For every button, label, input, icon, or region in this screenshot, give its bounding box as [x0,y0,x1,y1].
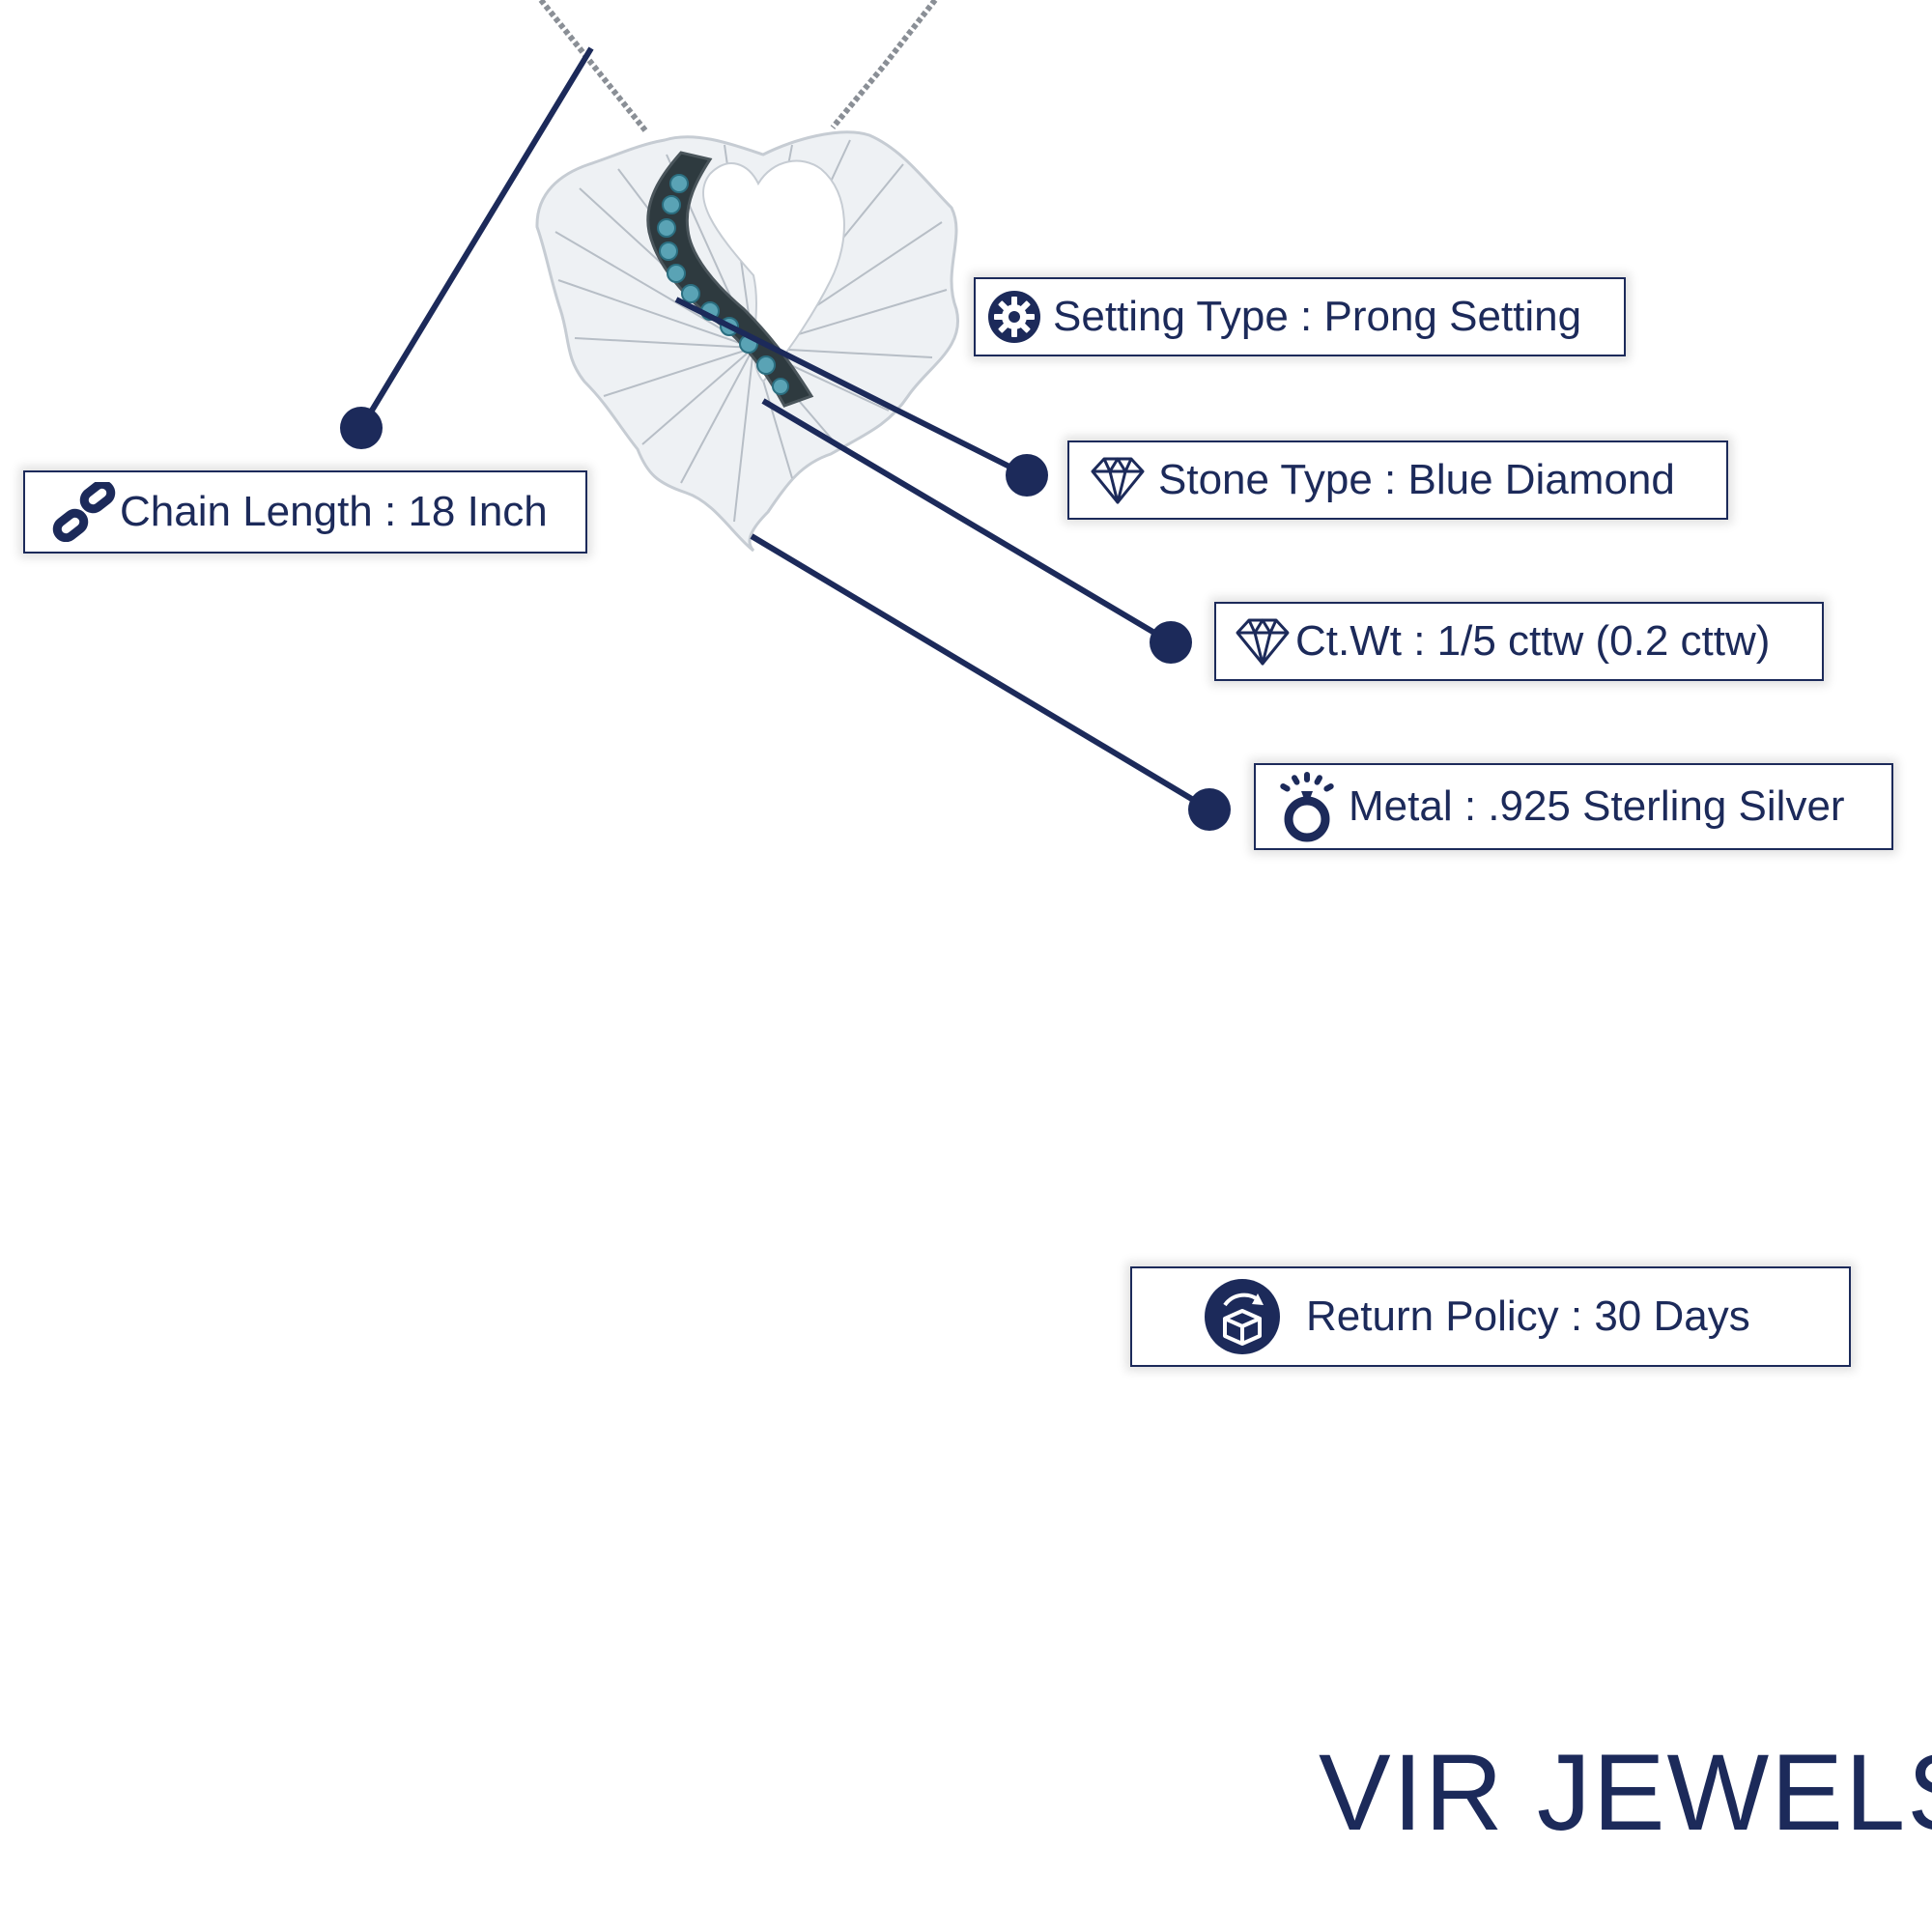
box-chain [538,0,938,132]
chain-leader-line [358,46,594,430]
ring-icon [1273,770,1341,843]
return-box-icon [1204,1278,1281,1355]
stone-type-label: Stone Type : Blue Diamond [1067,440,1728,520]
setting-type-label: Setting Type : Prong Setting [974,277,1626,356]
chain-link-icon [50,482,118,542]
carat-weight-label: Ct.Wt : 1/5 cttw (0.2 cttw) [1214,602,1824,681]
weight-leader-dot [1150,621,1192,664]
heart-cutout [701,159,845,384]
chain-length-label: Chain Length : 18 Inch [23,470,587,554]
diamond-band [646,151,814,408]
setting-type-text: Setting Type : Prong Setting [1053,293,1582,340]
chain-leader-dot [340,407,383,449]
diamond-icon [1091,453,1145,507]
gear-icon [987,290,1041,344]
brand-name: VIR JEWELS [1319,1732,1932,1853]
brand-logo: VIR JEWELS® [1319,1739,1932,1847]
callout-dots [340,407,1231,831]
chain-length-text: Chain Length : 18 Inch [120,488,548,535]
return-policy-label: Return Policy : 30 Days [1130,1266,1851,1367]
metal-leader-line [750,533,1211,812]
diamond-icon [1236,614,1290,668]
return-policy-text: Return Policy : 30 Days [1306,1293,1750,1340]
metal-label: Metal : .925 Sterling Silver [1254,763,1893,850]
weight-leader-line [761,398,1173,645]
metal-text: Metal : .925 Sterling Silver [1349,782,1845,830]
metal-leader-dot [1188,788,1231,831]
stone-type-text: Stone Type : Blue Diamond [1158,456,1675,503]
carat-weight-text: Ct.Wt : 1/5 cttw (0.2 cttw) [1295,617,1771,665]
heart-pendant [535,130,959,553]
stone-leader-dot [1006,454,1048,497]
stone-leader-line [674,297,1029,478]
callout-lines [358,46,1211,812]
